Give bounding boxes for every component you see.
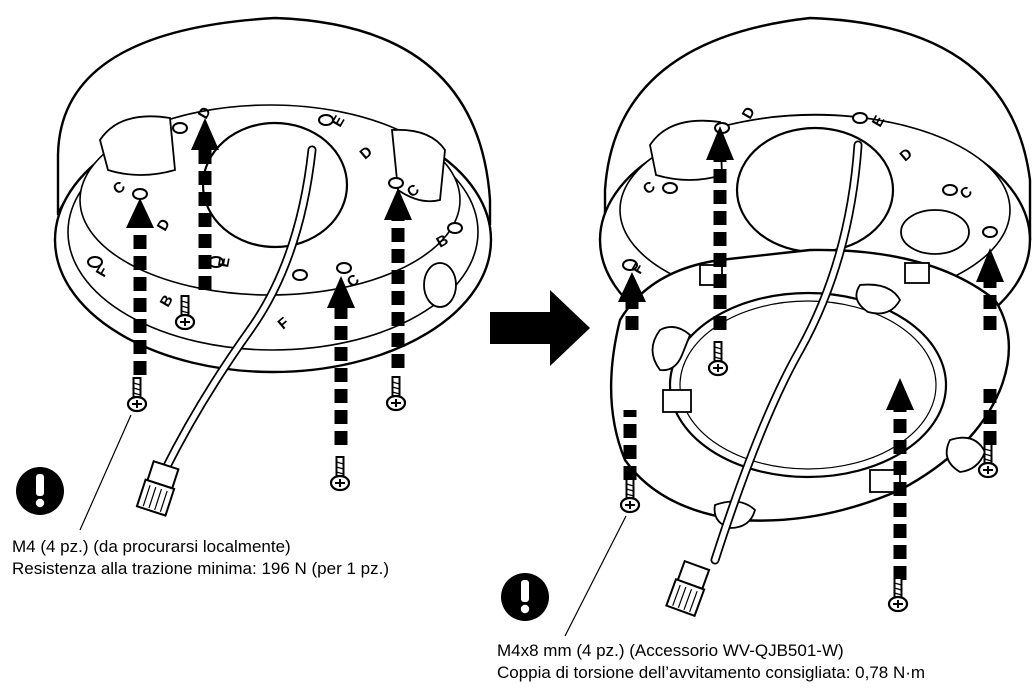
- lan-cable-icon: [135, 459, 180, 517]
- right-caption-line-2: Coppia di torsione dell’avvitamento cons…: [497, 663, 926, 682]
- left-caption-line-2: Resistenza alla trazione minima: 196 N (…: [12, 559, 389, 578]
- screw-icon: [329, 455, 351, 492]
- mounting-bracket: [609, 248, 1010, 529]
- center-opening: [201, 121, 349, 249]
- screw-icon: [887, 576, 909, 613]
- exclamation-icon: [501, 573, 549, 621]
- lan-cable-icon: [665, 559, 711, 618]
- hole-label-e: E: [215, 256, 233, 269]
- right-insertion-arrows: [618, 126, 1004, 580]
- screw-icon: [126, 376, 148, 413]
- arrow-right-icon: [490, 290, 590, 366]
- left-caption: M4 (4 pz.) (da procurarsi localmente) Re…: [12, 536, 389, 580]
- center-opening: [735, 126, 895, 254]
- screw-icon: [619, 477, 641, 514]
- right-caption: M4x8 mm (4 pz.) (Accessorio WV-QJB501-W)…: [497, 640, 925, 684]
- right-caption-line-1: M4x8 mm (4 pz.) (Accessorio WV-QJB501-W): [497, 641, 844, 660]
- left-leader-line: [79, 414, 132, 531]
- screw-icon: [385, 375, 407, 412]
- exclamation-icon: [16, 467, 64, 515]
- right-leader-line: [564, 515, 627, 637]
- left-insertion-arrows: [126, 118, 412, 445]
- left-caption-line-1: M4 (4 pz.) (da procurarsi localmente): [12, 537, 291, 556]
- left-junction-box: D E C D C B D E C F B F: [53, 16, 493, 517]
